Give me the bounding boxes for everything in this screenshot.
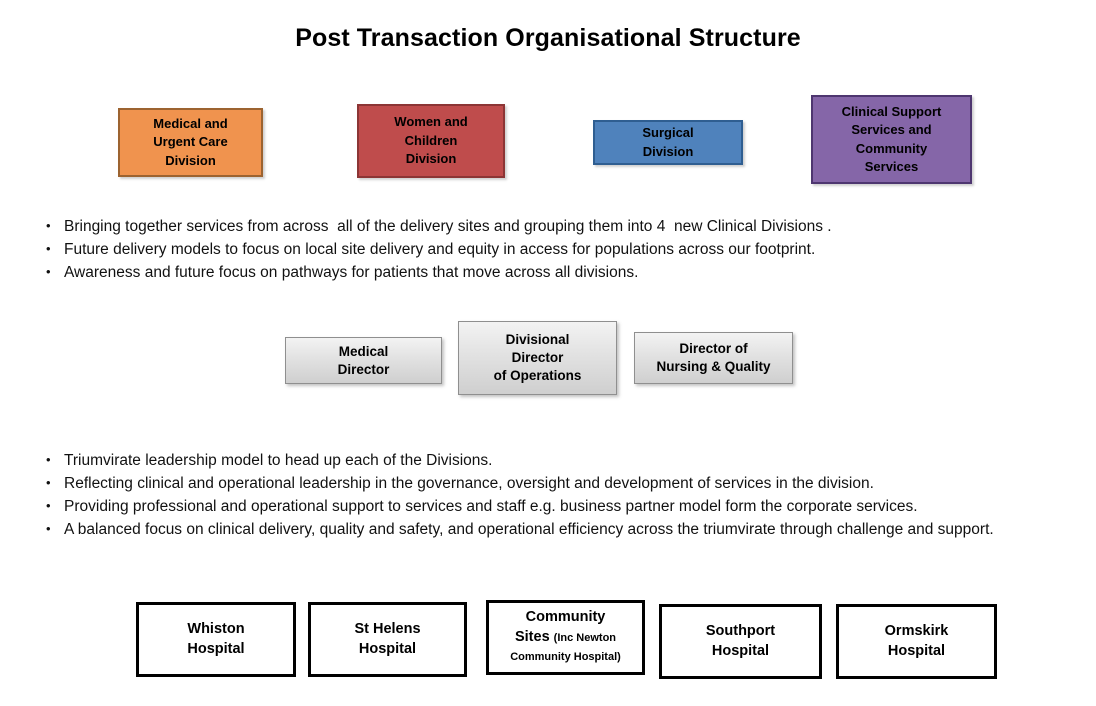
bullet-marker-icon: • <box>46 218 51 233</box>
bullet-text: Future delivery models to focus on local… <box>64 241 816 258</box>
director-box-label: Divisional Director of Operations <box>493 332 582 383</box>
bullet-text: A balanced focus on clinical delivery, q… <box>64 521 994 538</box>
director-box-director-of-nursing-quality[interactable]: Director of Nursing & Quality <box>634 332 793 384</box>
bullet-text: Providing professional and operational s… <box>64 498 918 515</box>
site-box-label: Whiston Hospital <box>187 620 245 657</box>
bullet-marker-icon: • <box>46 241 51 256</box>
bullet-marker-icon: • <box>46 498 51 513</box>
bullet-text: Triumvirate leadership model to head up … <box>64 452 493 469</box>
division-box-label: Medical and Urgent Care Division <box>153 115 228 168</box>
site-box-label: St Helens Hospital <box>354 620 421 657</box>
site-box-title: Community Sites <box>514 609 606 645</box>
bullet-text: Reflecting clinical and operational lead… <box>64 475 874 492</box>
triumvirate-bullet-list: • Triumvirate leadership model to head u… <box>39 450 1049 542</box>
director-box-divisional-director-of-operations[interactable]: Divisional Director of Operations <box>458 321 617 395</box>
division-box-clinical-support-community[interactable]: Clinical Support Services and Community … <box>811 95 972 184</box>
site-box-community-sites[interactable]: Community Sites (Inc Newton Community Ho… <box>486 600 645 675</box>
site-box-st-helens-hospital[interactable]: St Helens Hospital <box>308 602 467 677</box>
director-box-label: Medical Director <box>337 343 390 377</box>
site-box-ormskirk-hospital[interactable]: Ormskirk Hospital <box>836 604 997 679</box>
bullet-text: Awareness and future focus on pathways f… <box>64 264 639 281</box>
site-box-whiston-hospital[interactable]: Whiston Hospital <box>136 602 296 677</box>
bullet-item: • Future delivery models to focus on loc… <box>39 239 1039 261</box>
bullet-text: Bringing together services from across a… <box>64 218 832 235</box>
division-box-label: Surgical Division <box>642 125 694 159</box>
bullet-marker-icon: • <box>46 452 51 467</box>
director-box-medical-director[interactable]: Medical Director <box>285 337 442 384</box>
divisions-bullet-list: • Bringing together services from across… <box>39 216 1039 285</box>
division-box-label: Clinical Support Services and Community … <box>841 103 942 174</box>
bullet-marker-icon: • <box>46 264 51 279</box>
bullet-item: • Providing professional and operational… <box>39 496 1049 518</box>
director-box-label: Director of Nursing & Quality <box>656 341 771 374</box>
site-box-label: Community Sites (Inc Newton Community Ho… <box>489 608 642 667</box>
bullet-marker-icon: • <box>46 475 51 490</box>
bullet-item: • Awareness and future focus on pathways… <box>39 262 1039 284</box>
site-box-label: Ormskirk Hospital <box>884 622 949 659</box>
site-box-southport-hospital[interactable]: Southport Hospital <box>659 604 822 679</box>
bullet-item: • Bringing together services from across… <box>39 216 1039 238</box>
bullet-item: • Triumvirate leadership model to head u… <box>39 450 1049 472</box>
division-box-women-children[interactable]: Women and Children Division <box>357 104 505 178</box>
bullet-marker-icon: • <box>46 521 51 536</box>
division-box-label: Women and Children Division <box>394 114 468 167</box>
site-box-label: Southport Hospital <box>705 622 776 659</box>
bullet-item: • Reflecting clinical and operational le… <box>39 473 1049 495</box>
division-box-surgical[interactable]: Surgical Division <box>593 120 743 165</box>
page-title: Post Transaction Organisational Structur… <box>295 24 801 52</box>
bullet-item: • A balanced focus on clinical delivery,… <box>39 519 1049 541</box>
division-box-medical-urgent-care[interactable]: Medical and Urgent Care Division <box>118 108 263 177</box>
site-box-note: (Inc Newton Community Hospital) <box>510 631 621 664</box>
